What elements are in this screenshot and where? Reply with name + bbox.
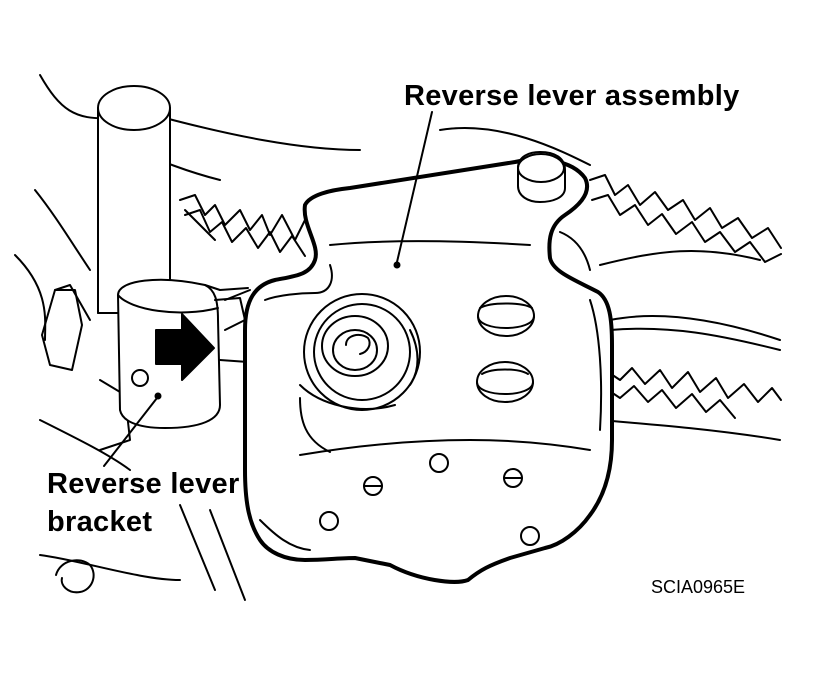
figure-code: SCIA0965E <box>651 577 746 597</box>
retaining-clip <box>55 559 95 594</box>
reverse-lever-bracket-label-line2: bracket <box>47 506 153 538</box>
reverse-lever-assembly-label: Reverse lever assembly <box>404 80 740 112</box>
reverse-lever-assembly <box>243 151 614 584</box>
leader-lines <box>103 111 433 467</box>
leader-dot-assembly <box>393 261 401 269</box>
leader-dot-bracket <box>154 392 162 400</box>
guide-pin <box>97 85 171 314</box>
housing-outline <box>14 74 781 601</box>
gear-teeth-upper <box>179 174 782 263</box>
arrow-right-icon <box>155 313 215 381</box>
gear-teeth-lower <box>604 367 782 419</box>
reverse-lever-bracket-label-line1: Reverse lever <box>47 468 240 500</box>
